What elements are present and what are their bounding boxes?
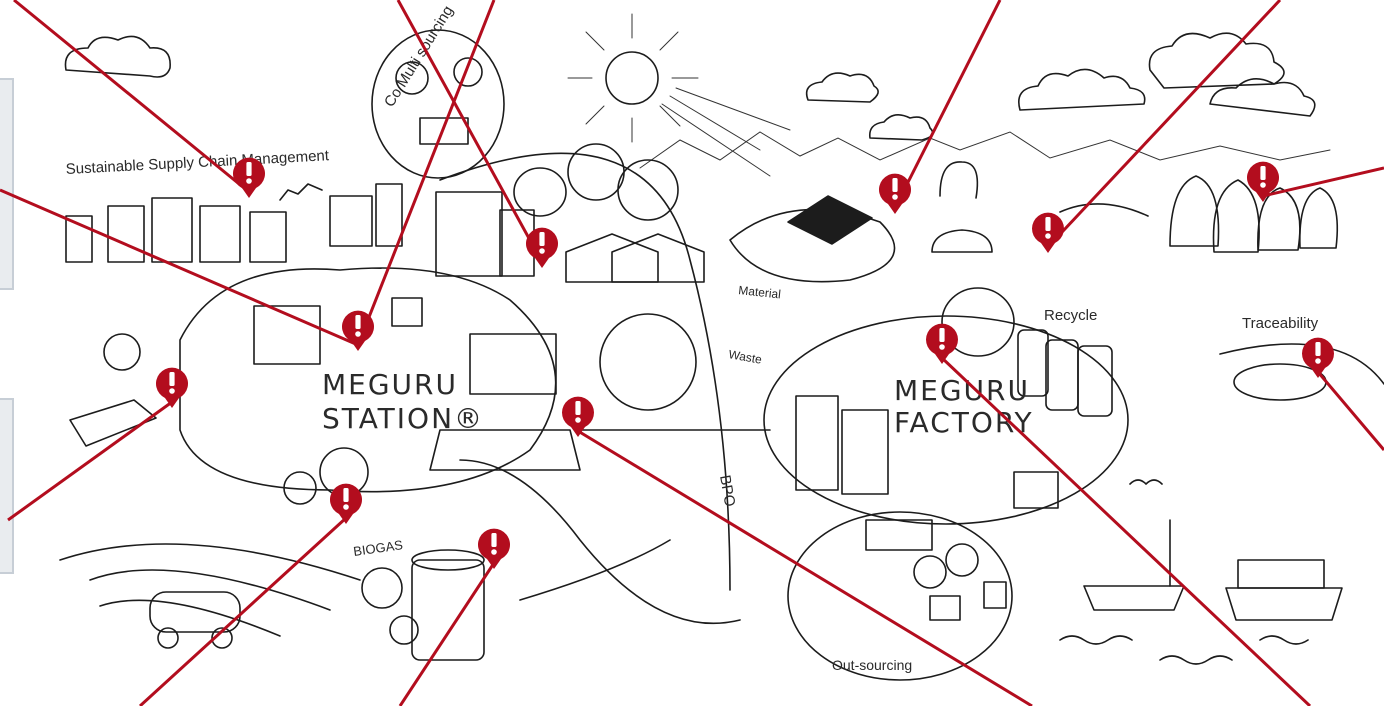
warehouse-illustration: [514, 144, 704, 410]
pin-forest-icon[interactable]: [1302, 338, 1334, 378]
label-waste: Waste: [727, 347, 763, 367]
label-station-line1: MEGURU: [322, 368, 458, 401]
label-traceability: Traceability: [1242, 315, 1319, 332]
pin-meguru-station-center-icon[interactable]: [526, 228, 558, 268]
sun-illustration: [568, 14, 790, 176]
connector-line-meguru-factory: [1263, 168, 1384, 196]
pin-market-stall-icon[interactable]: [562, 397, 594, 437]
connector-line-farm-transport: [8, 402, 172, 520]
pin-solar-power-icon[interactable]: [1032, 213, 1064, 253]
pin-sustainable-supply-chain-icon[interactable]: [233, 158, 265, 198]
mountains-illustration: [640, 132, 1330, 168]
clouds-illustration: [65, 33, 1314, 140]
pin-warehouse-icon[interactable]: [879, 174, 911, 214]
connector-line-biogas-tank: [400, 563, 494, 706]
label-factory-line2: FACTORY: [894, 406, 1034, 439]
label-material: Material: [738, 283, 782, 301]
connector-line-warehouse: [895, 0, 1000, 208]
label-outsourcing: Out-sourcing: [832, 657, 912, 673]
label-multisourcing: Co Multi sourcing: [381, 3, 457, 110]
city-buildings-illustration: [66, 184, 534, 276]
label-bpo: BPO: [716, 474, 738, 508]
connector-line-forest: [1318, 372, 1384, 450]
connector-line-solar-power: [1048, 0, 1280, 247]
connector-line-app-payment: [140, 518, 346, 706]
connector-line-market-stall: [578, 431, 1032, 706]
pin-farm-transport-icon[interactable]: [156, 368, 188, 408]
connector-line-recycle-livestock: [942, 358, 1310, 706]
outsourcing-bubble: [788, 512, 1012, 680]
pin-recycle-livestock-icon[interactable]: [926, 324, 958, 364]
solar-panel-illustration: [730, 196, 895, 282]
pin-app-payment-icon[interactable]: [330, 484, 362, 524]
pin-meguru-station-left-icon[interactable]: [342, 311, 374, 351]
label-biogas: BIOGAS: [352, 537, 404, 559]
label-recycle: Recycle: [1044, 307, 1097, 324]
connector-line-meguru-station-left: [0, 190, 358, 345]
label-station-line2: STATION®: [322, 402, 484, 435]
